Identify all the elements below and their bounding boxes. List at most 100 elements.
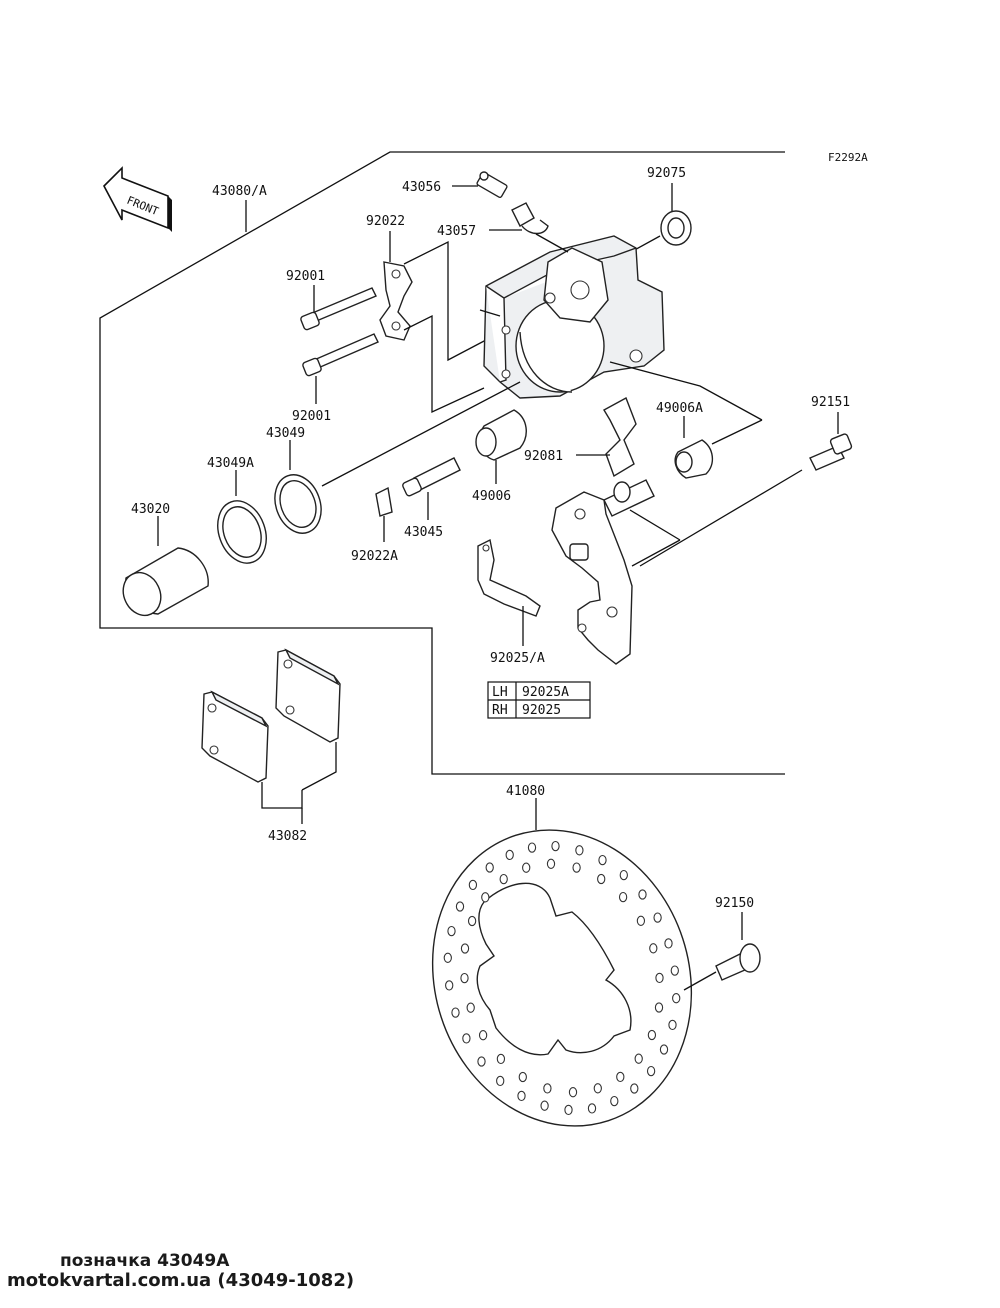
disc-hole	[445, 980, 454, 991]
disc-hole	[455, 901, 465, 912]
disc-hole	[477, 1056, 486, 1067]
disc-hole	[619, 869, 628, 881]
disc-hole	[540, 1100, 549, 1111]
disc-hole	[598, 854, 607, 866]
disc-hole	[630, 1083, 639, 1094]
disc-hole	[610, 1095, 619, 1107]
label-43045: 43045	[404, 525, 443, 540]
disc-hole	[499, 873, 508, 885]
table-part-lh: 92025A	[522, 685, 569, 700]
caliper-body	[479, 233, 665, 399]
disc-hole	[646, 1065, 656, 1077]
label-43057: 43057	[437, 224, 476, 239]
disc-hole	[653, 912, 662, 923]
label-49006: 49006	[472, 489, 511, 504]
label-92150: 92150	[715, 896, 754, 911]
table-side-rh: RH	[492, 703, 508, 718]
disc-hole	[522, 862, 531, 873]
plate-92022	[379, 231, 413, 341]
disc-hole	[616, 1071, 625, 1083]
boot-92075	[619, 183, 692, 259]
disc-hole	[568, 1087, 578, 1098]
label-43049: 43049	[266, 426, 305, 441]
bleeder-valve	[452, 171, 508, 199]
label-92081: 92081	[524, 449, 563, 464]
table-side-lh: LH	[492, 685, 508, 700]
disc-hole	[460, 972, 469, 984]
boot-49006	[475, 409, 527, 484]
disc-hole	[618, 891, 628, 903]
disc-hole	[655, 972, 664, 984]
disc-hole	[546, 858, 556, 869]
pin-92001-lower	[302, 333, 379, 404]
pin-92001-upper	[300, 285, 377, 331]
disc-hole	[485, 862, 494, 873]
label-41080: 41080	[506, 784, 545, 799]
disc-hole	[443, 952, 452, 963]
disc-hole	[481, 892, 490, 903]
disc-hole	[654, 1002, 664, 1013]
figure-code: F2292A	[828, 151, 868, 164]
washer-92022a	[375, 486, 393, 542]
disc-hole	[551, 840, 560, 852]
seal-43049a	[217, 470, 267, 564]
boot-49006a	[609, 361, 763, 479]
disc-hole	[496, 1075, 505, 1087]
disc-hole	[668, 1019, 677, 1031]
side-table: LH 92025A RH 92025	[487, 681, 591, 719]
disc-hole	[447, 925, 456, 937]
label-43082: 43082	[268, 829, 307, 844]
label-92001-upper: 92001	[286, 269, 325, 284]
guide-lines	[403, 240, 487, 414]
disc-hole	[468, 879, 478, 891]
disc-hole	[672, 993, 681, 1004]
label-43080: 43080/A	[212, 184, 267, 199]
disc-hole	[575, 845, 584, 856]
label-92022a: 92022A	[351, 549, 398, 564]
disc-hole	[670, 965, 679, 976]
assembly-boundary	[99, 151, 785, 775]
label-49006a: 49006A	[656, 401, 703, 416]
disc-hole	[593, 1083, 602, 1094]
disc-hole	[634, 1053, 643, 1064]
spring-92025	[477, 538, 541, 646]
disc-hole	[478, 1030, 488, 1041]
disc-hole	[572, 862, 581, 873]
label-92075: 92075	[647, 166, 686, 181]
disc-hole	[649, 943, 658, 954]
label-92001-lower: 92001	[292, 409, 331, 424]
disc-holes	[443, 840, 681, 1116]
disc-hole	[460, 943, 470, 954]
bolt-92151	[639, 412, 853, 567]
caption-part-note: позначка 43049A	[60, 1251, 230, 1271]
disc-hole	[564, 1104, 573, 1116]
disc-hole	[467, 915, 477, 927]
disc-hole	[659, 1044, 669, 1055]
disc-hole	[543, 1083, 552, 1094]
disc-hole	[636, 915, 646, 926]
caliper-bracket	[551, 479, 681, 665]
table-part-rh: 92025	[522, 703, 561, 718]
disc-hole	[597, 873, 606, 885]
disc-hole	[451, 1007, 460, 1018]
disc-hole	[517, 1090, 526, 1102]
disc-hole	[496, 1053, 506, 1065]
disc-hole	[505, 849, 514, 861]
label-43049a: 43049A	[207, 456, 254, 471]
disc-hole	[518, 1071, 527, 1083]
disc-hole	[466, 1002, 475, 1013]
spring-92081	[576, 397, 637, 478]
piston-43020	[122, 516, 209, 617]
disc-hole	[527, 842, 537, 853]
label-92025: 92025/A	[490, 651, 545, 666]
brake-disc	[431, 798, 693, 1127]
label-43056: 43056	[402, 180, 441, 195]
disc-hole	[647, 1029, 657, 1041]
disc-hole	[462, 1033, 471, 1044]
caption-source: motokvartal.com.ua (43049-1082)	[7, 1270, 355, 1291]
front-arrow-icon: FRONT	[103, 166, 172, 232]
label-92151: 92151	[811, 395, 850, 410]
brake-pads	[201, 648, 341, 824]
